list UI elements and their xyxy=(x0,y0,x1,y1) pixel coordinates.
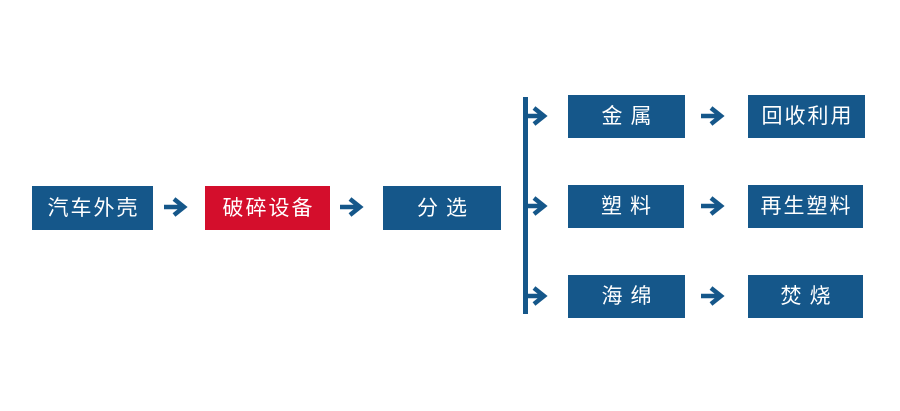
node-recycling: 回收利用 xyxy=(748,95,865,138)
node-label: 分选 xyxy=(417,196,475,220)
node-metal: 金属 xyxy=(568,95,685,138)
node-sponge: 海绵 xyxy=(568,275,685,318)
right-arrow-icon xyxy=(164,197,188,217)
right-arrow-icon xyxy=(701,106,725,126)
node-car-shell: 汽车外壳 xyxy=(32,186,153,230)
right-arrow-icon xyxy=(701,196,725,216)
branch-arrow-icon xyxy=(524,106,548,126)
node-label: 再生塑料 xyxy=(760,195,853,218)
node-label: 海绵 xyxy=(601,285,660,308)
node-incineration: 焚烧 xyxy=(748,275,863,318)
branch-arrow-icon xyxy=(524,286,548,306)
node-label: 汽车外壳 xyxy=(47,196,140,220)
node-crushing-equipment: 破碎设备 xyxy=(205,186,330,230)
node-label: 塑料 xyxy=(601,195,659,218)
branch-arrow-icon xyxy=(524,196,548,216)
right-arrow-icon xyxy=(701,286,725,306)
node-label: 破碎设备 xyxy=(222,196,315,220)
node-plastic: 塑料 xyxy=(568,185,684,228)
node-label: 焚烧 xyxy=(780,285,839,308)
node-label: 金属 xyxy=(601,105,660,128)
node-recycled-plastic: 再生塑料 xyxy=(748,185,863,228)
node-sorting: 分选 xyxy=(383,186,501,230)
node-label: 回收利用 xyxy=(761,105,854,128)
right-arrow-icon xyxy=(340,197,364,217)
